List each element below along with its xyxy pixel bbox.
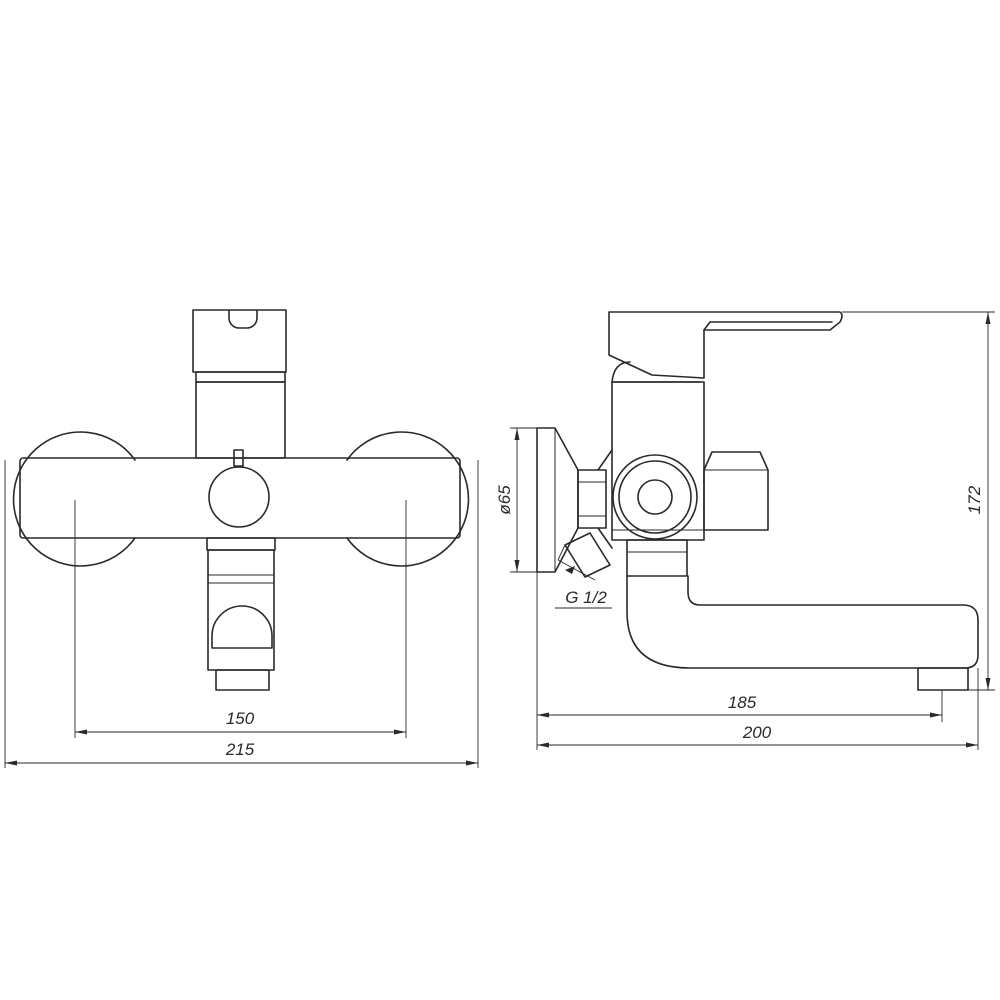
dimension-185: 185 xyxy=(537,693,942,718)
thread-stub xyxy=(564,532,611,578)
dimension-200: 200 xyxy=(537,723,978,748)
dimension-label-diameter: ø65 xyxy=(495,485,514,515)
dimension-label-150: 150 xyxy=(226,709,255,728)
dimension-diameter: ø65 xyxy=(495,428,520,572)
front-spout xyxy=(206,537,276,691)
thread-leader: G 1/2 xyxy=(555,544,612,609)
dimension-215: 215 xyxy=(5,740,478,766)
side-view: ø65 G 1/2 172 185 xyxy=(495,311,995,750)
front-view: 150 215 xyxy=(4,309,479,768)
dimension-label-185: 185 xyxy=(728,693,757,712)
diverter-knob xyxy=(208,449,270,528)
side-shower-outlet xyxy=(703,451,769,531)
side-spout xyxy=(626,539,979,691)
side-connector xyxy=(577,449,613,549)
left-wall-flange xyxy=(12,431,136,567)
dimension-label-200: 200 xyxy=(742,723,772,742)
side-lever-handle xyxy=(608,311,843,383)
side-wall-flange xyxy=(536,427,579,573)
dimension-label-172: 172 xyxy=(965,485,984,514)
mixer-body xyxy=(19,457,461,539)
dimension-150: 150 xyxy=(75,709,406,735)
thread-label: G 1/2 xyxy=(565,588,607,607)
right-wall-flange xyxy=(346,431,470,567)
dimension-label-215: 215 xyxy=(225,740,255,759)
dimension-172: 172 xyxy=(965,312,991,690)
side-diverter xyxy=(612,454,698,540)
top-lever-handle xyxy=(192,309,287,459)
